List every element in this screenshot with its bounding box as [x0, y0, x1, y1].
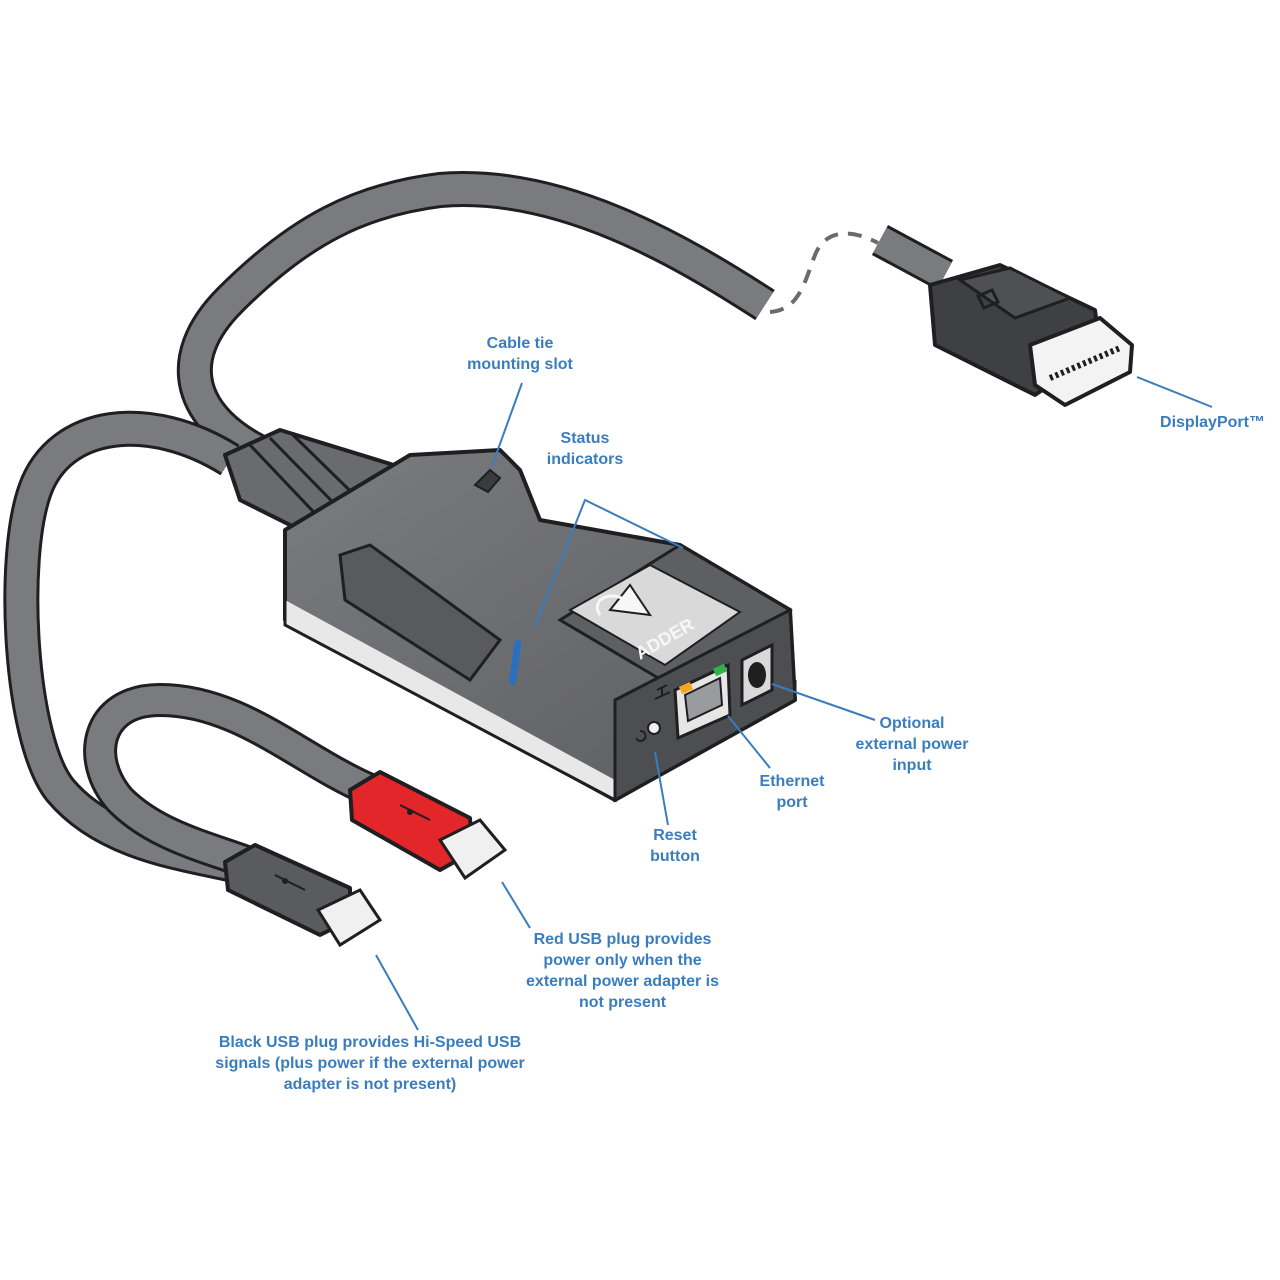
leader-cable-tie [491, 382, 523, 467]
link-led-green [712, 663, 728, 677]
label-line: Reset [653, 827, 697, 844]
label-status-indicators: Status indicators [535, 428, 635, 470]
label-line: Red USB plug provides [533, 931, 712, 948]
link-led-orange [678, 681, 694, 695]
black-usb-plug[interactable] [223, 843, 383, 948]
red-usb-cable [83, 682, 377, 884]
leader-power [771, 683, 876, 721]
ethernet-port[interactable] [673, 662, 732, 741]
adapter-body: ADDER [283, 448, 797, 803]
label-line: signals (plus power if the external powe… [215, 1055, 525, 1072]
label-line: input [892, 757, 932, 774]
label-power-input: Optional external power input [842, 713, 982, 776]
red-usb-plug[interactable] [348, 770, 508, 881]
status-indicator-led [508, 640, 522, 685]
label-line: mounting slot [467, 356, 573, 373]
label-line: port [776, 794, 808, 811]
reset-button[interactable] [647, 721, 661, 735]
leader-status [534, 498, 684, 627]
displayport-icon [975, 288, 1001, 310]
label-ethernet-port: Ethernet port [742, 771, 842, 813]
leader-ethernet [727, 715, 771, 769]
network-icon [654, 684, 671, 700]
label-reset-button: Reset button [625, 825, 725, 867]
displayport-connector[interactable] [928, 263, 1134, 407]
displayport-cable [176, 171, 954, 472]
label-line: external power adapter is [526, 973, 719, 990]
label-line: Status [560, 430, 610, 447]
usb-icon [399, 804, 431, 821]
label-line: Cable tie [486, 335, 554, 352]
label-line: button [650, 848, 700, 865]
label-line: Black USB plug provides Hi-Speed USB [218, 1034, 522, 1051]
leader-lines [375, 376, 1213, 1031]
label-line: adapter is not present) [283, 1076, 457, 1093]
label-line: external power [855, 736, 969, 753]
label-line: indicators [546, 451, 624, 468]
leader-black-usb [375, 954, 419, 1031]
label-line: Optional [879, 715, 945, 732]
black-usb-cable [3, 410, 260, 888]
label-line: DisplayPort™ [1160, 414, 1265, 431]
label-line: not present [578, 994, 667, 1011]
leader-displayport [1136, 376, 1213, 408]
label-red-usb: Red USB plug provides power only when th… [505, 929, 740, 1013]
label-line: Ethernet [759, 773, 825, 790]
reset-icon [635, 730, 647, 742]
usb-icon [274, 874, 306, 891]
label-black-usb: Black USB plug provides Hi-Speed USB sig… [190, 1032, 550, 1095]
power-input-jack[interactable] [740, 642, 774, 708]
label-displayport: DisplayPort™ [1150, 412, 1275, 433]
leader-reset [654, 751, 669, 826]
label-cable-tie-slot: Cable tie mounting slot [445, 333, 595, 375]
power-polarity-icon [741, 645, 771, 661]
label-line: power only when the [543, 952, 702, 969]
leader-red-usb [501, 881, 531, 929]
